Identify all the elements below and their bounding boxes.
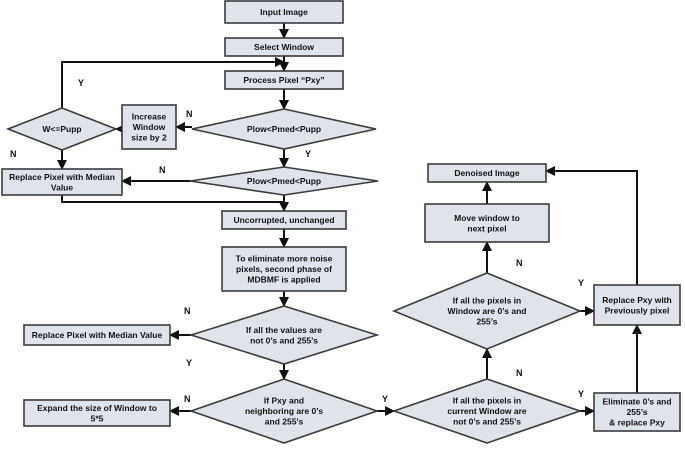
decision-diamond <box>5 107 119 151</box>
node-label-line: & replace Pxy <box>609 418 665 428</box>
decision-diamond <box>189 166 379 196</box>
node-input-image: Input Image <box>224 0 344 24</box>
edge-label-no: N <box>186 109 193 119</box>
process-box <box>221 210 347 230</box>
node-label-line: Value <box>51 182 73 192</box>
node-label-line: next pixel <box>467 223 506 233</box>
edge-label-yes: Y <box>578 389 584 399</box>
node-label-line: If all the pixels in <box>453 396 522 406</box>
node-label-line: size by 2 <box>131 133 167 143</box>
process-box <box>23 324 171 346</box>
edge-replace-to-denoised <box>545 166 638 285</box>
node-select-window: Select Window <box>224 37 344 57</box>
process-box <box>424 203 550 243</box>
edge-label-no: N <box>10 149 17 159</box>
decision-diamond <box>191 108 377 150</box>
node-label-line: neighboring are 0’s <box>245 406 323 416</box>
node-label-line: 255’s <box>477 317 498 327</box>
edge-label-yes: Y <box>382 394 388 404</box>
node-label-line: If all the pixels in <box>453 296 522 306</box>
node-expand-window: Expand the size of Window to5*5 <box>23 399 171 427</box>
edge-label-yes: Y <box>578 278 584 288</box>
node-label-line: Denoised Image <box>454 168 519 178</box>
node-label-line: Select Window <box>254 42 314 52</box>
node-label-line: Window <box>133 122 166 132</box>
node-label-line: not 0’s and 255’s <box>250 335 318 345</box>
node-label-line: Plow<Pmed<Pupp <box>247 124 321 134</box>
node-label-line: Previously pixel <box>605 305 670 315</box>
process-box <box>224 70 344 90</box>
decision-diamond <box>188 305 380 365</box>
edge-label-no: N <box>516 258 523 268</box>
edge-w-yes-loop <box>61 57 285 108</box>
node-label-line: If all the values are <box>246 325 322 335</box>
node-label-line: not 0’s and 255’s <box>453 417 521 427</box>
process-box <box>224 37 344 57</box>
node-denoised: Denoised Image <box>427 163 547 183</box>
edges-layer <box>57 23 642 416</box>
process-box <box>221 246 347 292</box>
process-box <box>593 284 681 326</box>
node-label-line: 255’s <box>627 407 648 417</box>
node-label-line: To eliminate more noise <box>236 254 333 264</box>
edge-replace-to-uncorrupted <box>61 195 289 212</box>
process-box <box>427 163 547 183</box>
node-label-line: Replace Pxy with <box>602 295 671 305</box>
process-box <box>593 392 681 432</box>
node-w-le-pupp: W<=Pupp <box>5 107 119 151</box>
node-label-line: MDBMF is applied <box>247 275 320 285</box>
node-label-line: 5*5 <box>91 413 104 423</box>
edge-label-no: N <box>184 394 191 404</box>
node-label-line: Window are 0’s and <box>448 306 527 316</box>
decision-diamond <box>391 272 583 350</box>
node-plow-pmed-pupp-2: Plow<Pmed<Pupp <box>189 166 379 196</box>
process-box <box>1 168 123 196</box>
node-label-line: Eliminate 0’s and <box>602 397 671 407</box>
node-replace-median-2: Replace Pixel with Median Value <box>23 324 171 346</box>
node-label-line: Increase <box>132 112 167 122</box>
node-label-line: pixels, second phase of <box>236 264 332 274</box>
node-label-line: Input Image <box>260 7 308 17</box>
node-label-line: Uncorrupted, unchanged <box>233 215 334 225</box>
node-uncorrupted: Uncorrupted, unchanged <box>221 210 347 230</box>
node-process-pixel: Process Pixel “Pxy” <box>224 70 344 90</box>
decision-diamond <box>391 378 583 444</box>
process-box <box>23 399 171 427</box>
edge-label-no: N <box>159 165 166 175</box>
edge-label-no: N <box>184 306 191 316</box>
node-label-line: and 255’s <box>265 417 304 427</box>
node-label-line: current Window are <box>447 406 527 416</box>
process-box <box>224 0 344 24</box>
node-label-line: Expand the size of Window to <box>37 403 157 413</box>
process-box <box>121 104 177 150</box>
edge-label-no: N <box>516 368 523 378</box>
edge-labels-layer: Y N N N Y N Y N Y N Y N Y <box>10 78 584 404</box>
node-label-line: Plow<Pmed<Pupp <box>247 176 321 186</box>
node-label-line: Process Pixel “Pxy” <box>243 75 324 85</box>
node-label-line: If Pxy and <box>264 396 304 406</box>
edge-label-yes: Y <box>186 358 192 368</box>
edge-label-yes: Y <box>305 149 311 159</box>
node-plow-pmed-pupp-1: Plow<Pmed<Pupp <box>191 108 377 150</box>
decision-diamond <box>188 378 380 444</box>
node-label-line: W<=Pupp <box>42 124 81 134</box>
node-label-line: Replace Pixel with Median Value <box>32 330 163 340</box>
node-label-line: Move window to <box>454 213 520 223</box>
edge-label-yes: Y <box>78 78 84 88</box>
node-label-line: Replace Pixel with Median <box>9 172 115 182</box>
